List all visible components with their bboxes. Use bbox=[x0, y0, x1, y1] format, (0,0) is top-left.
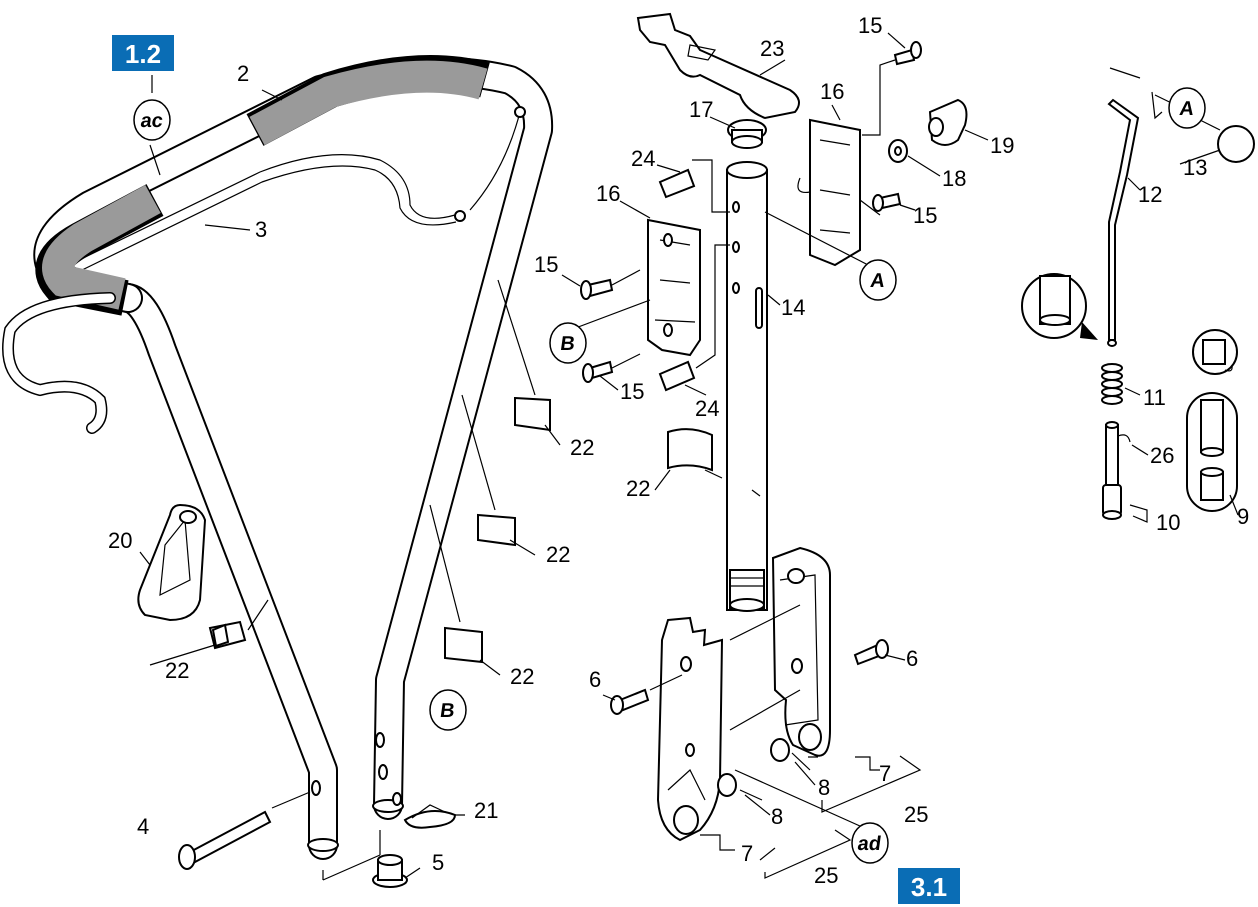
part-label-p16b: 16 bbox=[820, 79, 844, 104]
part-label-p24b: 24 bbox=[695, 396, 719, 421]
part-label-p2: 2 bbox=[237, 61, 249, 86]
base-bracket-right bbox=[771, 546, 831, 757]
part-label-p23: 23 bbox=[760, 36, 784, 61]
part-label-p3: 3 bbox=[255, 217, 267, 242]
part-label-p19: 19 bbox=[990, 133, 1014, 158]
leader-lines bbox=[139, 32, 1239, 879]
base-bracket-left bbox=[656, 616, 724, 842]
part-label-p22c: 22 bbox=[546, 542, 570, 567]
circle-label-B-left: B bbox=[429, 689, 467, 731]
clips-22 bbox=[208, 279, 723, 664]
part-label-p25a: 25 bbox=[904, 802, 928, 827]
part-label-p22b: 22 bbox=[570, 435, 594, 460]
part-label-p16a: 16 bbox=[596, 181, 620, 206]
part-label-p7b: 7 bbox=[741, 841, 753, 866]
reference-callout-text: 3.1 bbox=[911, 872, 947, 902]
cap-17 bbox=[727, 119, 767, 149]
circle-label-A-mid: A bbox=[859, 259, 897, 301]
part-label-p26: 26 bbox=[1150, 443, 1174, 468]
part-label-p13: 13 bbox=[1183, 155, 1207, 180]
plug-5 bbox=[322, 830, 408, 888]
part-label-p25b: 25 bbox=[814, 863, 838, 888]
circle-label-text: ad bbox=[856, 833, 882, 855]
part-label-p21: 21 bbox=[474, 798, 498, 823]
bracket-16-left bbox=[647, 218, 701, 357]
clip-26 bbox=[1117, 434, 1131, 443]
ball-13 bbox=[1217, 125, 1255, 163]
part-label-p15a: 15 bbox=[858, 13, 882, 38]
detail-magnifier bbox=[1021, 273, 1098, 340]
part-label-p6b: 6 bbox=[906, 646, 918, 671]
circle-label-B-mid: B bbox=[549, 322, 587, 364]
part-label-p22d: 22 bbox=[510, 664, 534, 689]
part-label-p22e: 22 bbox=[626, 476, 650, 501]
part-label-p11: 11 bbox=[1143, 385, 1166, 410]
clip-21 bbox=[403, 804, 457, 829]
screws-15 bbox=[580, 41, 922, 383]
reference-callout-2[interactable]: 3.1 bbox=[898, 868, 960, 904]
circle-label-text: A bbox=[869, 270, 887, 292]
part-label-p22a: 22 bbox=[165, 658, 189, 683]
circle-label-ac-top: ac bbox=[133, 99, 171, 141]
part-label-p24a: 24 bbox=[631, 146, 655, 171]
circle-label-text: B bbox=[559, 333, 577, 355]
circle-label-A-right: A bbox=[1168, 87, 1206, 129]
part-label-p9: 9 bbox=[1237, 504, 1249, 529]
part-label-p10: 10 bbox=[1156, 510, 1180, 535]
part-label-p4: 4 bbox=[137, 814, 149, 839]
part-label-p12: 12 bbox=[1138, 182, 1162, 207]
part-label-p20: 20 bbox=[108, 528, 132, 553]
part-label-p8b: 8 bbox=[771, 804, 783, 829]
part-label-p7a: 7 bbox=[879, 761, 891, 786]
circle-label-text: B bbox=[439, 700, 457, 722]
handle-frame bbox=[2, 54, 554, 860]
latch-23 bbox=[636, 12, 800, 120]
part-label-p15c: 15 bbox=[620, 379, 644, 404]
part-label-p14: 14 bbox=[781, 295, 805, 320]
part-label-p8a: 8 bbox=[818, 775, 830, 800]
knob-19 bbox=[928, 98, 968, 146]
circle-label-ad-bottom: ad bbox=[851, 822, 889, 864]
washer-18 bbox=[888, 139, 908, 163]
rod-assembly bbox=[1101, 67, 1255, 523]
part-label-p5: 5 bbox=[432, 850, 444, 875]
part-label-p18: 18 bbox=[942, 166, 966, 191]
part-label-p15d: 15 bbox=[913, 203, 937, 228]
pin-10 bbox=[1102, 421, 1148, 523]
part-label-p17: 17 bbox=[689, 97, 713, 122]
column-14 bbox=[726, 161, 768, 612]
screws-6 bbox=[610, 639, 889, 715]
bracket-20 bbox=[137, 503, 207, 622]
part-label-p6a: 6 bbox=[589, 667, 601, 692]
detail-group-9 bbox=[1186, 329, 1238, 512]
spring-11 bbox=[1101, 363, 1123, 405]
circle-label-text: A bbox=[1178, 98, 1196, 120]
circle-label-text: ac bbox=[139, 110, 164, 132]
reference-callout-1[interactable]: 1.2 bbox=[112, 35, 174, 71]
pins-24 bbox=[658, 159, 730, 392]
connector-lines bbox=[700, 604, 881, 861]
bolt-4 bbox=[178, 791, 311, 870]
bracket-lines-25 bbox=[764, 755, 922, 879]
part-label-p15b: 15 bbox=[534, 252, 558, 277]
reference-callout-text: 1.2 bbox=[125, 39, 161, 69]
bracket-16-right bbox=[797, 118, 881, 267]
bushings-8 bbox=[717, 738, 811, 801]
